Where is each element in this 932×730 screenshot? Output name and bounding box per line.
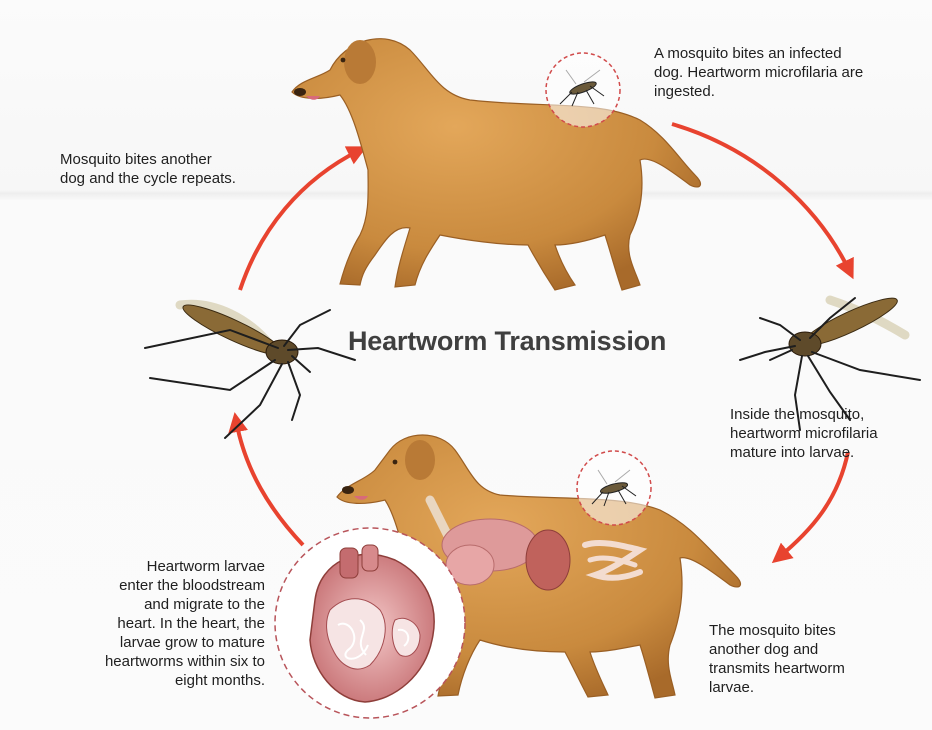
dog-illustration-top [292, 39, 700, 290]
heart-cross-section-illustration [275, 528, 465, 718]
cycle-arrow-left-bottom [236, 420, 303, 545]
diagram-title: Heartworm Transmission [348, 326, 728, 357]
caption-mosquito-bites-infected-dog: A mosquito bites an infected dog. Heartw… [654, 44, 924, 101]
page-edge-strip [0, 600, 10, 720]
caption-transmits-larvae: The mosquito bites another dog and trans… [709, 621, 909, 697]
caption-larvae-migrate-to-heart: Heartworm larvae enter the bloodstream a… [55, 557, 265, 690]
cycle-arrow-right [778, 452, 848, 558]
caption-cycle-repeats: Mosquito bites another dog and the cycle… [60, 150, 300, 188]
cycle-arrow-top-right [672, 124, 850, 272]
caption-microfilaria-mature: Inside the mosquito, heartworm microfila… [730, 405, 930, 462]
mosquito-illustration-left [145, 298, 355, 438]
